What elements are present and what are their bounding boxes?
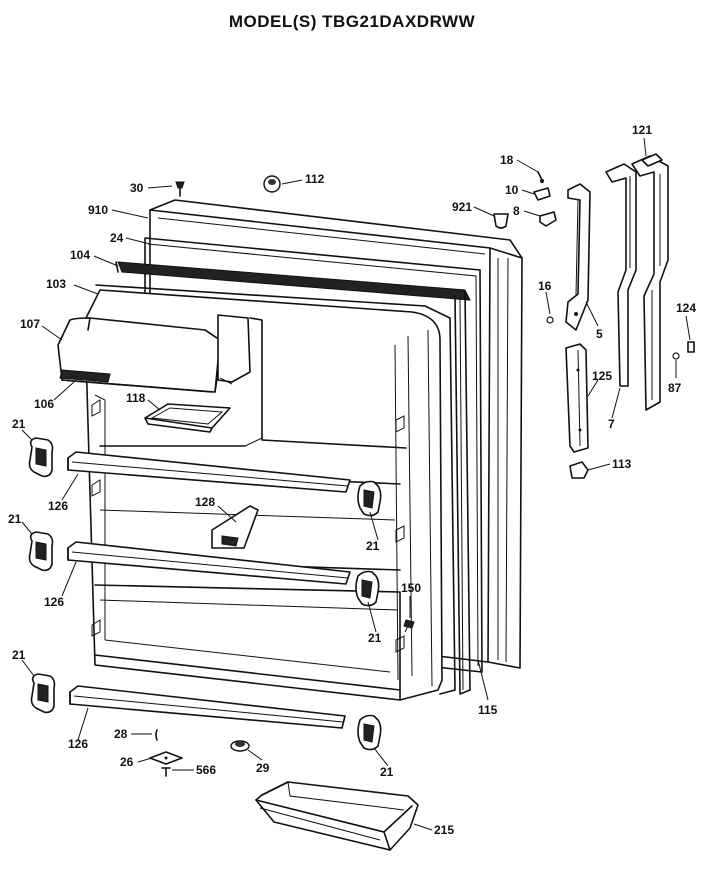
dairy-housing <box>217 314 251 385</box>
callout-125: 125 <box>592 369 612 383</box>
callout-566: 566 <box>196 763 216 777</box>
screw-30 <box>175 181 185 197</box>
callout-21-right-1: 21 <box>366 539 380 553</box>
callout-21-left-2: 21 <box>8 512 22 526</box>
plug-112 <box>263 175 281 193</box>
callout-118: 118 <box>126 391 146 405</box>
shelf-bracket-21-left-2 <box>28 531 54 572</box>
callout-21-right-3: 21 <box>380 765 394 779</box>
clip-8 <box>539 211 557 227</box>
cap-124 <box>687 341 695 353</box>
callout-115: 115 <box>478 703 498 717</box>
door-bin-215 <box>255 781 419 851</box>
callout-103: 103 <box>46 277 66 291</box>
callout-126-upper: 126 <box>48 499 68 513</box>
callout-16: 16 <box>538 279 552 293</box>
tray-118 <box>144 403 231 433</box>
shelf-bracket-21-right-2 <box>355 570 380 607</box>
shelf-bar-126-middle <box>67 541 351 585</box>
shelf-bar-126-upper <box>67 451 351 493</box>
callout-113: 113 <box>612 457 632 471</box>
callout-21-right-2: 21 <box>368 631 382 645</box>
leader-lines <box>21 137 691 831</box>
screw-18 <box>537 171 544 183</box>
clip-10 <box>533 187 551 201</box>
plate-26 <box>149 751 183 765</box>
callout-29: 29 <box>256 761 270 775</box>
callout-112: 112 <box>305 172 325 186</box>
divider-128 <box>211 505 259 549</box>
hinge-bar-7 <box>605 163 637 387</box>
callout-24: 24 <box>110 231 124 245</box>
hinge-cover-125 <box>565 343 589 453</box>
dairy-door-107 <box>57 317 221 393</box>
spring-28 <box>155 729 158 741</box>
callout-215: 215 <box>434 823 454 837</box>
callout-124: 124 <box>676 301 696 315</box>
shelf-bracket-21-left-3 <box>30 673 56 714</box>
screw-87 <box>672 352 680 360</box>
callout-18: 18 <box>500 153 514 167</box>
screw-566 <box>161 767 171 777</box>
callout-128: 128 <box>195 495 215 509</box>
callout-121: 121 <box>632 123 652 137</box>
hinge-bar-121 <box>631 153 669 411</box>
callout-910: 910 <box>88 203 108 217</box>
hinge-5 <box>565 183 591 331</box>
knob-29 <box>230 740 250 752</box>
callout-7: 7 <box>608 417 615 431</box>
callout-10: 10 <box>505 183 519 197</box>
callout-8: 8 <box>513 204 520 218</box>
shelf-bracket-21-right-3 <box>357 714 382 751</box>
shelf-bracket-21-right-1 <box>357 480 382 517</box>
door-gasket-104 <box>115 261 471 695</box>
callout-107: 107 <box>20 317 40 331</box>
callout-5: 5 <box>596 327 603 341</box>
screw-16 <box>546 316 554 324</box>
callout-30: 30 <box>130 181 144 195</box>
callout-labels: 30 112 910 24 104 103 107 106 118 21 21 … <box>8 123 696 837</box>
callout-104: 104 <box>70 248 90 262</box>
callout-28: 28 <box>114 727 128 741</box>
callout-126-middle: 126 <box>44 595 64 609</box>
cap-921 <box>493 213 509 229</box>
callout-21-left-3: 21 <box>12 648 26 662</box>
callout-87: 87 <box>668 381 682 395</box>
callout-921: 921 <box>452 200 472 214</box>
callout-21-left-1: 21 <box>12 417 26 431</box>
callout-150: 150 <box>401 581 421 595</box>
callout-106: 106 <box>34 397 54 411</box>
shelf-bar-126-lower <box>69 685 346 729</box>
shelf-bracket-21-left-1 <box>28 437 54 478</box>
cap-113 <box>569 461 589 479</box>
callout-126-lower: 126 <box>68 737 88 751</box>
callout-26: 26 <box>120 755 134 769</box>
inner-door-liner <box>84 284 456 701</box>
screw-150 <box>403 619 415 633</box>
model-title: MODEL(S) TBG21DAXDRWW <box>228 12 476 31</box>
